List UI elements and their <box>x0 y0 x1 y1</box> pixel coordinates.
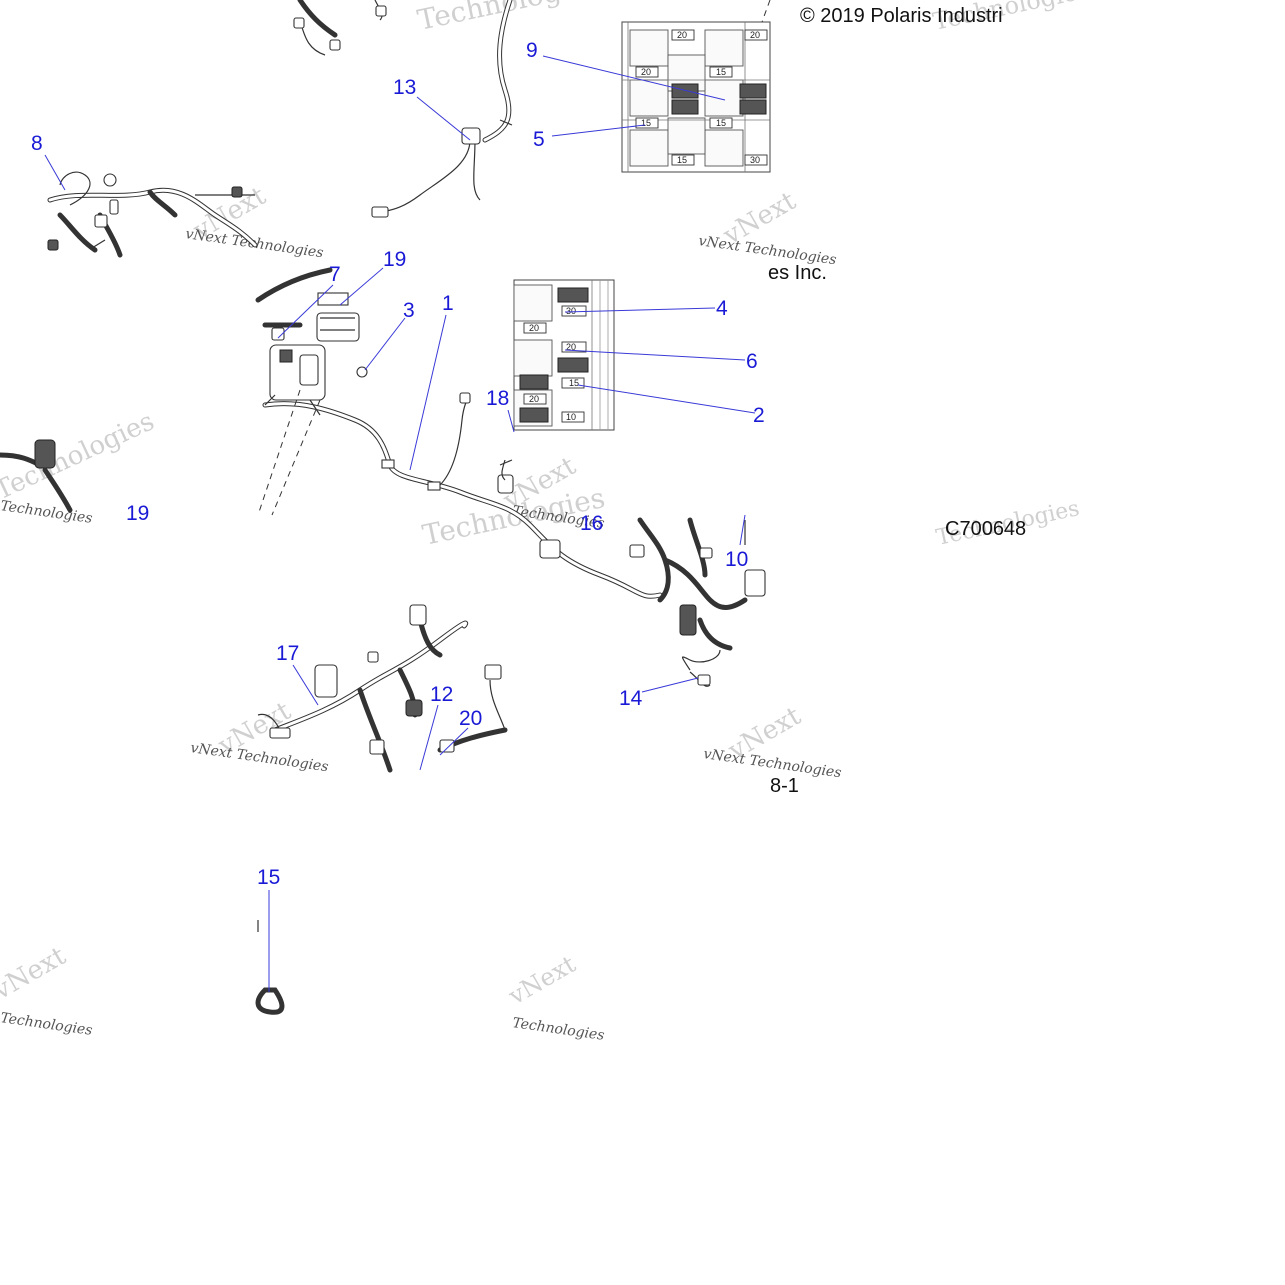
fuse-rating: 20 <box>750 30 760 40</box>
callout-19: 19 <box>383 248 406 271</box>
fuse-rating: 20 <box>566 342 576 352</box>
watermark-text: Technologies <box>0 498 93 527</box>
fuse-box-lower: 30 20 20 15 20 10 <box>513 279 615 431</box>
drawing-suffix-text: 8-1 <box>770 775 799 797</box>
watermark-text: vNext <box>503 950 580 1011</box>
leader-lines <box>44 55 756 992</box>
fuse-rating: 10 <box>566 412 576 422</box>
fuse-rating: 15 <box>716 67 726 77</box>
watermark-layer: Technologies Technologies vNext vNext Te… <box>0 0 1092 1044</box>
watermark-text: vNext Technologies <box>189 740 329 775</box>
harness-top-left <box>47 171 258 258</box>
watermark-text: vNext <box>0 941 71 1007</box>
callout-20: 20 <box>459 707 482 730</box>
harness-lower-left <box>257 604 508 773</box>
callout-17: 17 <box>276 642 299 665</box>
connector-left <box>0 439 73 513</box>
callout-4: 4 <box>716 297 728 320</box>
callout-12: 12 <box>430 683 453 706</box>
fuse-rating: 20 <box>529 394 539 404</box>
callout-15: 15 <box>257 866 280 889</box>
fuse-rating: 30 <box>566 306 576 316</box>
callout-18: 18 <box>486 387 509 410</box>
watermark-text: Technologies <box>511 1015 605 1044</box>
copyright-tail-text: es Inc. <box>768 262 827 284</box>
callout-6: 6 <box>746 350 758 373</box>
callout-19-lower: 19 <box>126 502 149 525</box>
callout-8: 8 <box>31 132 43 155</box>
callout-5: 5 <box>533 128 545 151</box>
watermark-text: Technologies <box>0 1010 93 1039</box>
callout-16: 16 <box>580 512 603 535</box>
drawing-id-text: C700648 <box>945 518 1026 540</box>
fuse-rating: 15 <box>716 118 726 128</box>
callout-7: 7 <box>329 263 341 286</box>
callout-10: 10 <box>725 548 748 571</box>
callout-1: 1 <box>442 292 454 315</box>
copyright-text: © 2019 Polaris Industri <box>800 5 1003 27</box>
fuse-rating: 15 <box>677 155 687 165</box>
harness-right <box>539 517 766 687</box>
callout-9: 9 <box>526 39 538 62</box>
fuse-rating: 15 <box>569 378 579 388</box>
fuse-rating: 20 <box>677 30 687 40</box>
grommet <box>255 920 285 1015</box>
callout-2: 2 <box>753 404 765 427</box>
callout-3: 3 <box>403 299 415 322</box>
callout-13: 13 <box>393 76 416 99</box>
fuse-rating: 20 <box>641 67 651 77</box>
fuse-rating: 20 <box>529 323 539 333</box>
fuse-rating: 30 <box>750 155 760 165</box>
fuse-rating: 15 <box>641 118 651 128</box>
fuse-box-upper: 20 20 20 15 15 15 15 30 <box>621 21 771 173</box>
harness-top-center <box>293 0 513 218</box>
harness-main <box>255 267 663 599</box>
callout-14: 14 <box>619 687 643 710</box>
callout-labels: 13 8 9 5 7 19 3 1 4 6 2 18 19 16 10 17 1… <box>31 39 765 889</box>
